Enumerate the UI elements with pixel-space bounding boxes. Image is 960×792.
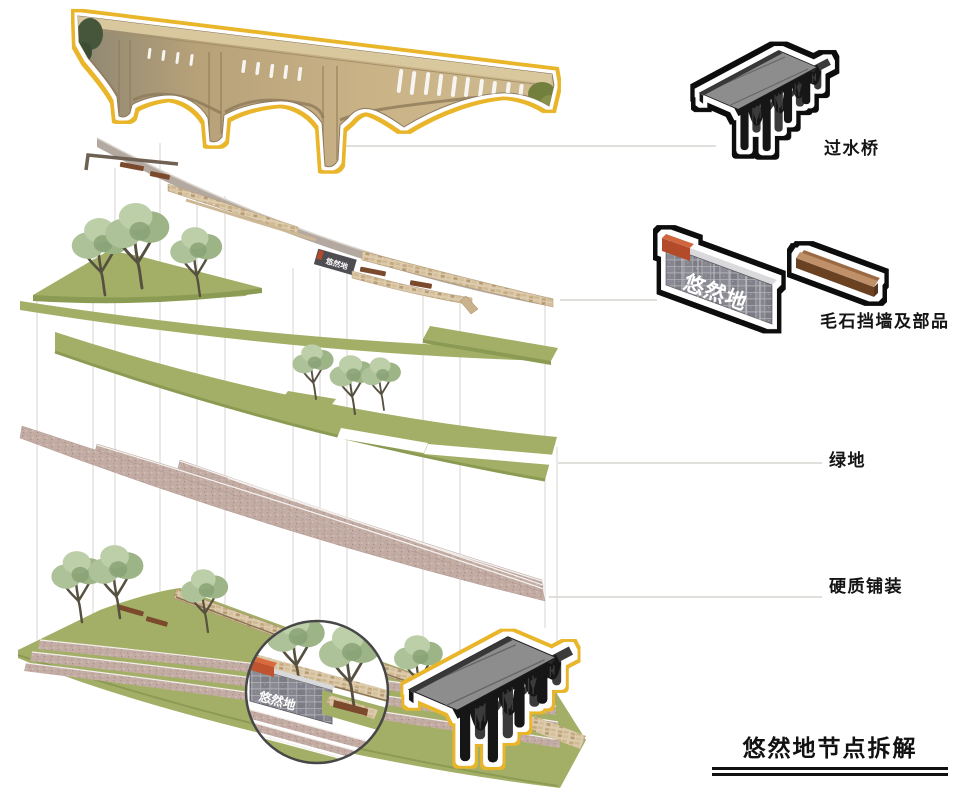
- leader-lines: [341, 145, 822, 598]
- foliage: [78, 18, 103, 50]
- layer-road-wall: 悠然地: [84, 137, 554, 315]
- callout-label-bridge: 过水桥: [824, 139, 880, 158]
- layer-sign: 悠然地: [313, 248, 357, 276]
- foliage: [540, 95, 554, 113]
- callout-label-paving: 硬质铺装: [829, 577, 903, 596]
- photo-bridge: [77, 15, 555, 168]
- callout-label-green: 绿地: [829, 451, 866, 470]
- title-underline-2: [712, 773, 948, 776]
- tree: [291, 343, 335, 400]
- title-underline-1: [712, 767, 948, 770]
- diagram-title: 悠然地节点拆解: [742, 735, 918, 761]
- diagram-title-block: 悠然地节点拆解: [712, 729, 948, 776]
- bench-part-icon: [796, 250, 880, 297]
- orange-cap: [250, 660, 274, 677]
- sign-red-mark: [316, 249, 324, 261]
- rubble-wall-icon: 悠然地: [662, 234, 777, 325]
- foliage: [78, 42, 92, 62]
- bench: [333, 700, 368, 716]
- layer-green: [20, 201, 558, 482]
- callout-label-wall: 毛石挡墙及部品: [820, 312, 950, 331]
- callout-circle: [244, 619, 390, 765]
- aqueduct-bridge-icon: [700, 51, 830, 152]
- layer-paving: [19, 425, 546, 602]
- brick-cap: [662, 238, 690, 261]
